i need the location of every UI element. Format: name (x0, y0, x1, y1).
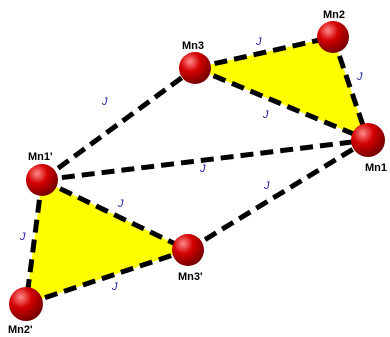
bond-mn1p-mn3 (40, 65, 197, 183)
j-label-mn3-mn1: J (262, 109, 269, 121)
upper-triangle (195, 37, 368, 140)
atom-mn3p (172, 234, 204, 266)
bond-mn1p-mn1 (41, 137, 369, 183)
label-mn2p: Mn2' (8, 324, 33, 336)
atom-mn2 (317, 21, 349, 53)
j-label-mn1p-mn3p: J (117, 198, 124, 210)
label-mn3p: Mn3' (178, 271, 203, 283)
j-label-mn3p-mn1: J (263, 180, 270, 192)
bond-mn1p-mn3p (40, 177, 190, 253)
bond-mn2-mn1 (330, 36, 371, 141)
lower-triangle (26, 180, 188, 304)
j-label-mn1p-mn2p: J (19, 231, 26, 243)
label-mn2: Mn2 (323, 9, 345, 21)
bond-mn3-mn2 (194, 34, 334, 71)
coupling-labels: J J J J J J J J J (19, 36, 363, 293)
atom-mn1 (351, 123, 385, 157)
bond-mn1p-mn2p (23, 179, 45, 305)
j-label-mn1p-mn3: J (101, 96, 108, 108)
atoms (9, 21, 385, 321)
atom-mn1p (26, 164, 58, 196)
bonds (23, 34, 371, 307)
atom-labels: Mn2 Mn3 Mn1 Mn1' Mn3' Mn2' (8, 9, 387, 336)
j-label-mn3-mn2: J (255, 36, 262, 48)
label-mn1p: Mn1' (28, 151, 53, 163)
label-mn1: Mn1 (365, 162, 387, 174)
j-label-mn2-mn1: J (356, 71, 363, 83)
bond-mn3-mn1 (194, 65, 369, 143)
bond-mn2p-mn3p (25, 247, 189, 307)
j-label-mn1p-mn1: J (199, 163, 206, 175)
label-mn3: Mn3 (182, 40, 204, 52)
bond-mn3p-mn1 (186, 137, 370, 253)
atom-mn2p (9, 287, 43, 321)
atom-mn3 (179, 52, 211, 84)
j-label-mn2p-mn3p: J (111, 281, 118, 293)
